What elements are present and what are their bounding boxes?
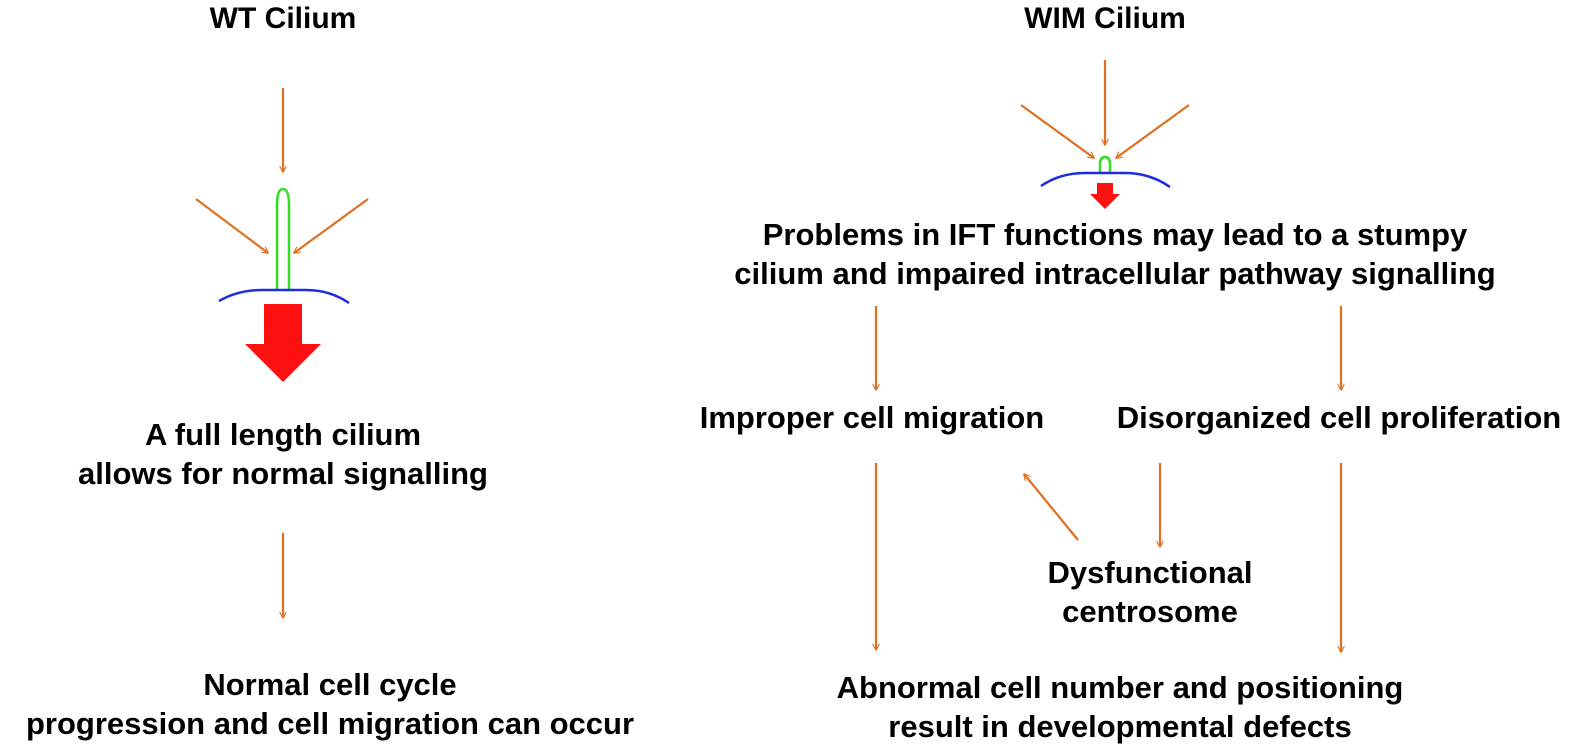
wt-membrane	[218, 288, 350, 305]
wt-signal-arrow-left	[195, 198, 268, 253]
wt-outcome-line-2: progression and cell migration can occur	[25, 706, 635, 741]
wim-statement-line-1: Problems in IFT functions may lead to a …	[762, 217, 1468, 252]
wt-large-signal-arrow	[245, 304, 321, 382]
wim-title: WIM Cilium	[1024, 2, 1186, 35]
wim-outcome: Abnormal cell number and positioning res…	[770, 668, 1470, 746]
wim-small-signal-arrow	[1090, 183, 1120, 209]
wim-statement: Problems in IFT functions may lead to a …	[685, 215, 1545, 293]
wim-outcome-line-2: result in developmental defects	[888, 709, 1352, 744]
wt-outcome-line-1: Normal cell cycle	[203, 667, 457, 702]
wim-cilium-graphic	[1020, 60, 1190, 209]
wim-signal-arrow-right	[1116, 104, 1190, 158]
wim-outcome-line-1: Abnormal cell number and positioning	[836, 670, 1404, 705]
migration-label: Improper cell migration	[699, 400, 1045, 435]
wt-statement-line-1: A full length cilium	[144, 417, 422, 452]
wim-membrane	[1040, 171, 1171, 189]
proliferation-label: Disorganized cell proliferation	[1116, 400, 1562, 435]
wt-cilium-graphic	[195, 88, 369, 382]
wim-signal-arrow-left	[1020, 104, 1094, 158]
wt-cilium	[275, 187, 291, 289]
arrow-centrosome-to-migration	[1024, 474, 1079, 541]
centrosome-line-1: Dysfunctional	[1047, 555, 1253, 590]
wim-stumpy-cilium	[1098, 155, 1112, 172]
wim-statement-line-2: cilium and impaired intracellular pathwa…	[734, 256, 1496, 291]
wt-signal-arrow-right	[294, 198, 369, 253]
wt-statement-line-2: allows for normal signalling	[78, 456, 488, 491]
centrosome-line-2: centrosome	[1062, 594, 1238, 629]
wt-title: WT Cilium	[209, 2, 357, 35]
centrosome-label: Dysfunctional centrosome	[1030, 553, 1270, 631]
wt-statement: A full length cilium allows for normal s…	[33, 415, 533, 493]
wt-outcome: Normal cell cycle progression and cell m…	[0, 665, 660, 743]
